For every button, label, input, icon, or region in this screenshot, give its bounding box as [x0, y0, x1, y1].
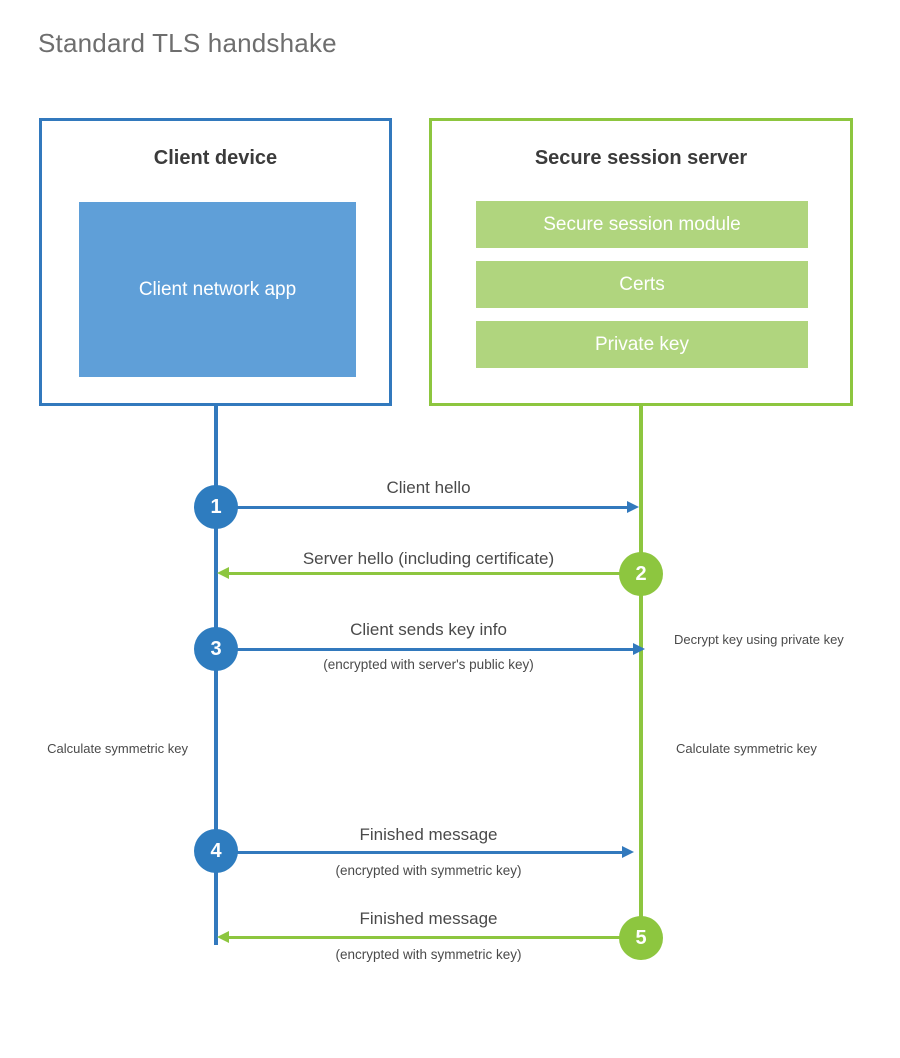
step-3-sublabel: (encrypted with server's public key) — [323, 657, 534, 672]
secure-session-server-title: Secure session server — [534, 147, 748, 169]
step-4-arrow — [216, 846, 634, 858]
step-3-arrow — [216, 643, 645, 655]
server-decrypt-note: Decrypt key using private key — [674, 632, 844, 647]
step-4-label: Finished message — [359, 825, 498, 844]
server-calculate-symmetric-key-note: Calculate symmetric key — [676, 741, 817, 756]
step-2-circle: 2 — [619, 552, 663, 596]
secure-session-server-box: Secure session server Secure session mod… — [429, 118, 853, 406]
page-title: Standard TLS handshake — [38, 28, 337, 58]
client-device-title: Client device — [153, 147, 278, 169]
arrow-head-right-icon — [627, 501, 639, 513]
server-component-private-key: Private key — [476, 321, 808, 368]
step-5-sublabel: (encrypted with symmetric key) — [335, 947, 522, 962]
step-4-circle: 4 — [194, 829, 238, 873]
step-1-arrow — [216, 501, 639, 513]
server-lifeline — [639, 404, 643, 940]
step-1-label: Client hello — [386, 478, 471, 497]
step-3-circle: 3 — [194, 627, 238, 671]
client-device-box: Client device Client network app — [39, 118, 392, 406]
client-network-app-block: Client network app — [79, 202, 356, 377]
step-5-arrow — [217, 931, 620, 943]
arrow-head-right-icon — [622, 846, 634, 858]
server-component-list: Secure session module Certs Private key — [476, 201, 808, 381]
step-5-circle: 5 — [619, 916, 663, 960]
client-lifeline — [214, 404, 218, 945]
step-2-arrow — [217, 567, 641, 579]
step-1-circle: 1 — [194, 485, 238, 529]
server-component-certs: Certs — [476, 261, 808, 308]
arrow-head-right-icon — [633, 643, 645, 655]
step-3-label: Client sends key info — [350, 620, 507, 639]
step-4-sublabel: (encrypted with symmetric key) — [335, 863, 522, 878]
arrow-head-left-icon — [217, 931, 229, 943]
step-2-label: Server hello (including certificate) — [302, 549, 555, 568]
step-5-label: Finished message — [359, 909, 498, 928]
server-component-secure-session-module: Secure session module — [476, 201, 808, 248]
arrow-head-left-icon — [217, 567, 229, 579]
client-calculate-symmetric-key-note: Calculate symmetric key — [47, 741, 188, 756]
